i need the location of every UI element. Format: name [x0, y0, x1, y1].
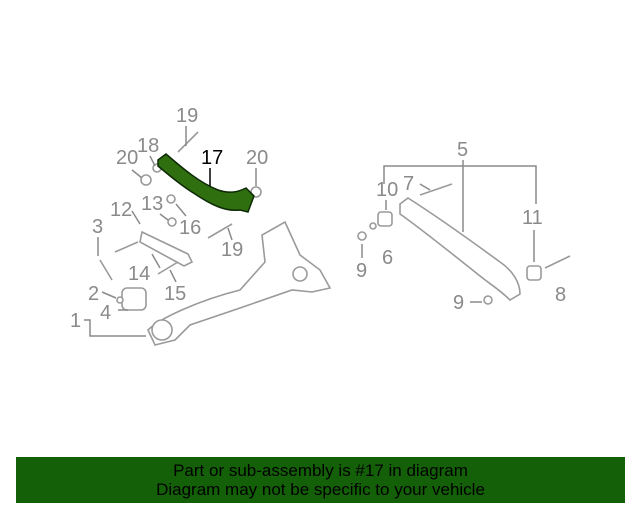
bolt-7	[419, 183, 453, 196]
callout-13: 13	[141, 193, 163, 215]
bushing-part	[121, 287, 147, 311]
bolt-14	[114, 241, 139, 253]
callout-9: 9	[453, 292, 464, 314]
bolt-8	[544, 255, 571, 269]
callout-16: 16	[179, 217, 201, 239]
washer-6	[369, 222, 377, 230]
bolt-19-lower	[207, 223, 233, 239]
callout-20: 20	[246, 147, 268, 169]
callout-11: 11	[522, 207, 543, 229]
nut-20-left	[140, 174, 152, 186]
callout-15: 15	[164, 283, 186, 305]
banner-line-disclaimer: Diagram may not be specific to your vehi…	[156, 480, 485, 499]
callout-20: 20	[116, 147, 138, 169]
callout-1: 1	[70, 310, 81, 332]
nut-9-lower	[483, 295, 493, 305]
bolt-19-upper	[177, 131, 199, 153]
bushing-eye	[151, 319, 173, 341]
callout-3: 3	[92, 216, 103, 238]
callout-5: 5	[457, 139, 468, 161]
callout-19: 19	[176, 105, 198, 127]
callout-12: 12	[110, 199, 132, 221]
nut-16	[166, 194, 176, 204]
callout-18: 18	[137, 135, 159, 157]
hub-spindle	[292, 266, 308, 282]
banner-line-part-number: Part or sub-assembly is #17 in diagram	[173, 461, 468, 480]
callout-6: 6	[382, 247, 393, 269]
lower-link-part	[399, 197, 521, 302]
upper-control-arm-17	[157, 153, 255, 213]
lateral-link-part	[139, 230, 194, 267]
trailing-arm-part	[147, 220, 332, 346]
callout-19: 19	[221, 239, 243, 261]
part-info-banner: Part or sub-assembly is #17 in diagram D…	[16, 457, 625, 503]
leader-lines	[84, 126, 537, 337]
callout-14: 14	[128, 263, 150, 285]
callout-4: 4	[100, 302, 111, 324]
callout-9: 9	[356, 260, 367, 282]
callout-7: 7	[403, 173, 414, 195]
nut-13	[167, 217, 177, 227]
callout-10: 10	[376, 179, 398, 201]
washer-2	[116, 296, 124, 304]
bolt-3	[99, 259, 113, 281]
bushing-10	[377, 211, 393, 227]
callout-17-highlighted: 17	[201, 147, 223, 169]
bushing-11	[526, 265, 542, 281]
callout-8: 8	[555, 284, 566, 306]
nut-9-upper	[357, 231, 367, 241]
bolt-15	[157, 261, 179, 275]
callout-2: 2	[88, 283, 99, 305]
